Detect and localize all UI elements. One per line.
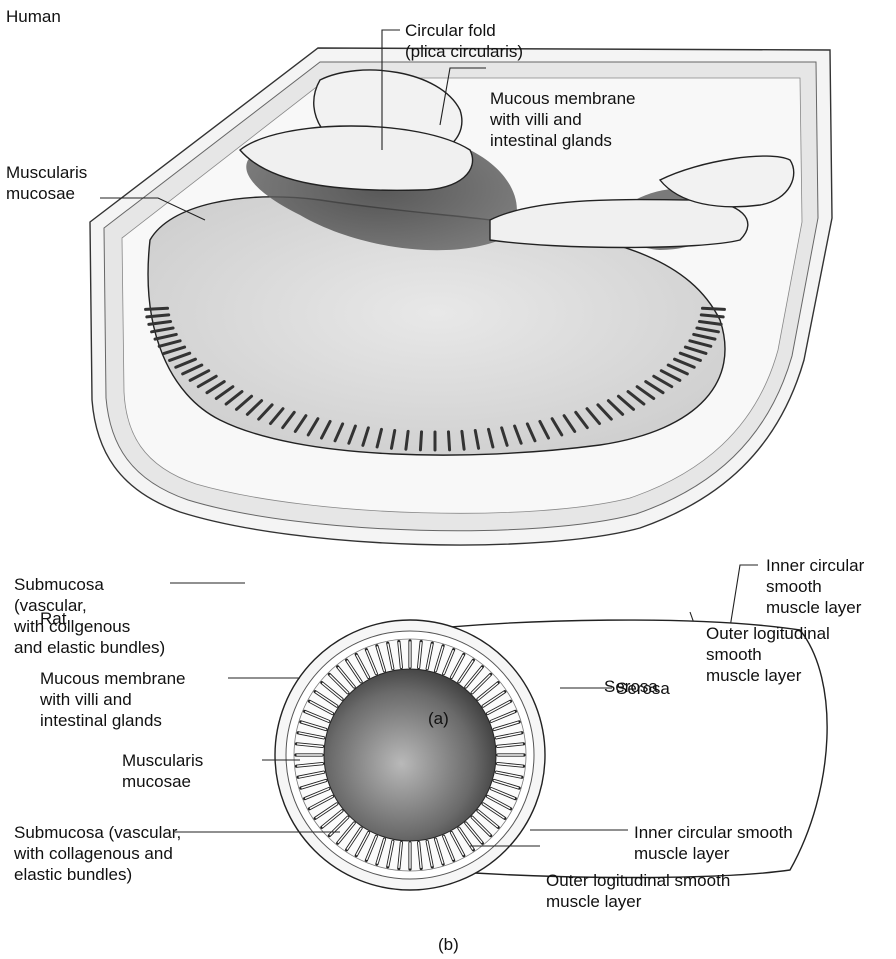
label-line: smooth [766, 576, 864, 597]
villus [420, 432, 421, 450]
label-line: and elastic bundles) [14, 637, 165, 658]
label-inner-circular-b: Inner circular smooth muscle layer [634, 822, 793, 864]
label-line: muscle layer [546, 891, 730, 912]
villus [147, 315, 169, 317]
villus [448, 432, 449, 450]
label-line: Outer logitudinal [706, 623, 830, 644]
panel-a-human-section [90, 30, 832, 688]
villus [701, 315, 723, 317]
label-line: with villi and [40, 689, 186, 710]
label-line: Muscularis [6, 162, 87, 183]
villus [702, 308, 724, 309]
villus [146, 308, 168, 309]
label-line: with collagenous and [14, 843, 181, 864]
lumen-b [324, 669, 496, 841]
label-line: Serosa [616, 678, 670, 699]
label-submucosa-b: Submucosa (vascular, with collagenous an… [14, 822, 181, 885]
label-line: Outer logitudinal smooth [546, 870, 730, 891]
label-line: Mucous membrane [490, 88, 636, 109]
label-line: Submucosa [14, 574, 165, 595]
label-line: (vascular, [14, 595, 165, 616]
label-line: Circular fold [405, 20, 523, 41]
label-line: Mucous membrane [40, 668, 186, 689]
label-inner-circular-a: Inner circular smooth muscle layer [766, 555, 864, 618]
panel-a-species-label: Human [6, 6, 61, 27]
caption-b: (b) [438, 934, 459, 955]
label-mucous-membrane-b: Mucous membrane with villi and intestina… [40, 668, 186, 731]
caption-a: (a) [428, 708, 449, 729]
label-line: mucosae [6, 183, 87, 204]
label-muscularis-mucosae-a: Muscularis mucosae [6, 162, 87, 204]
label-muscularis-mucosae-b: Muscularis mucosae [122, 750, 203, 792]
label-line: smooth [706, 644, 830, 665]
label-line: Inner circular smooth [634, 822, 793, 843]
label-line: intestinal glands [490, 130, 636, 151]
label-line: muscle layer [766, 597, 864, 618]
label-line: mucosae [122, 771, 203, 792]
panel-b-species-label: Rat [40, 608, 66, 629]
label-outer-longitudinal-b: Outer logitudinal smooth muscle layer [546, 870, 730, 912]
label-line: muscle layer [634, 843, 793, 864]
label-line: with villi and [490, 109, 636, 130]
label-line: Muscularis [122, 750, 203, 771]
label-line: muscle layer [706, 665, 830, 686]
label-serosa-b: Serosa [616, 678, 670, 699]
label-line: Inner circular [766, 555, 864, 576]
label-circular-fold: Circular fold (plica circularis) [405, 20, 523, 62]
label-line: intestinal glands [40, 710, 186, 731]
label-outer-longitudinal-a: Outer logitudinal smooth muscle layer [706, 623, 830, 686]
label-mucous-membrane-a: Mucous membrane with villi and intestina… [490, 88, 636, 151]
label-submucosa-a: Submucosa (vascular, with collgenous and… [14, 574, 165, 658]
label-line: Submucosa (vascular, [14, 822, 181, 843]
label-line: (plica circularis) [405, 41, 523, 62]
label-line: elastic bundles) [14, 864, 181, 885]
label-line: with collgenous [14, 616, 165, 637]
